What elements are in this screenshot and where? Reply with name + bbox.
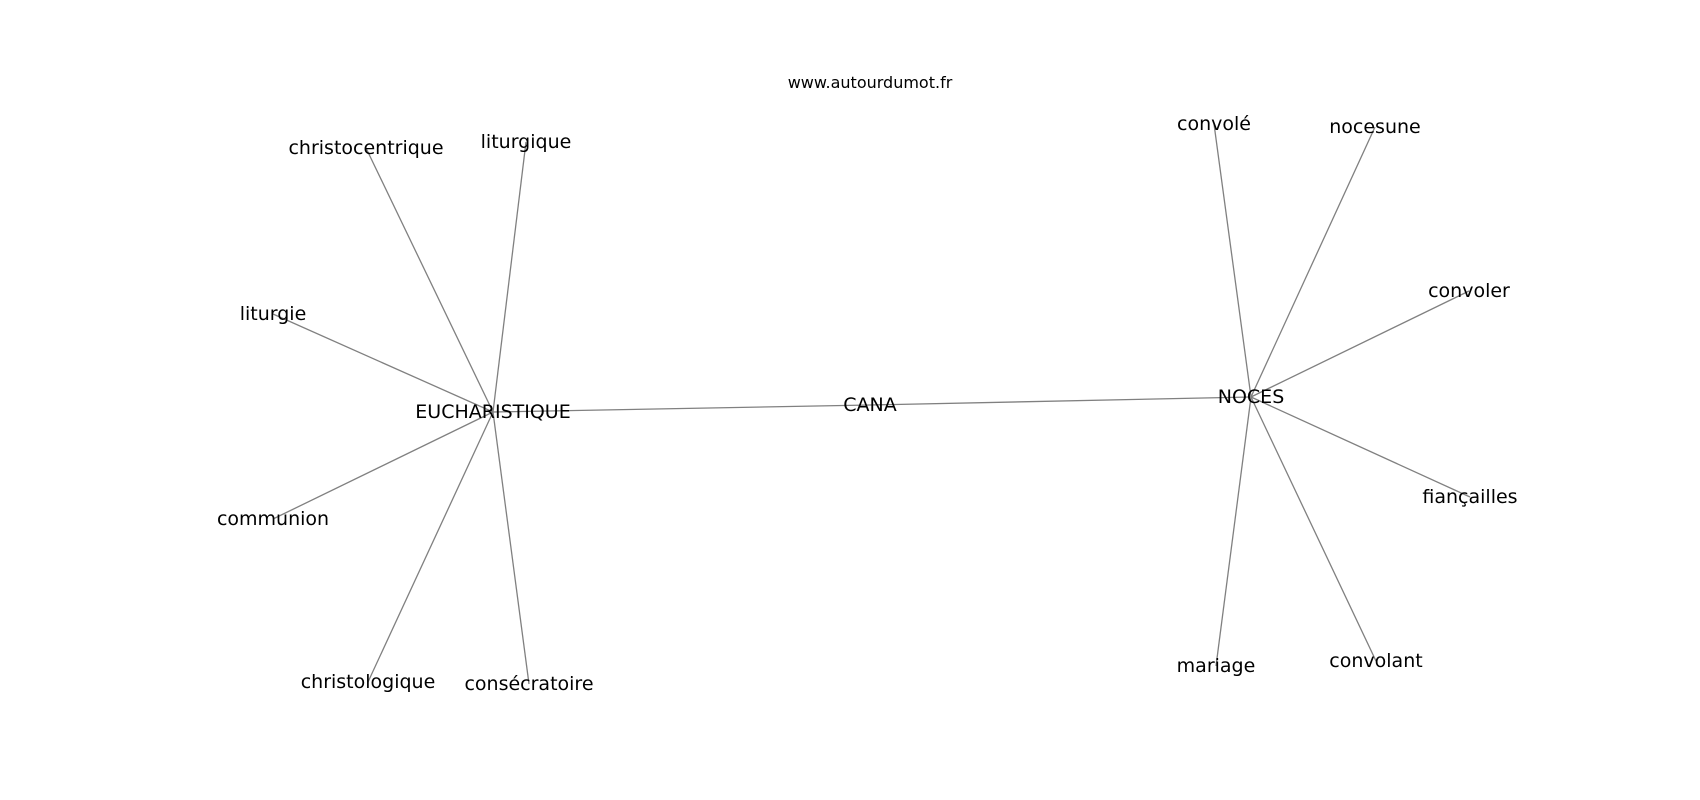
- node-label-liturgique: liturgique: [481, 131, 572, 153]
- node-label-christocentrique: christocentrique: [288, 137, 443, 159]
- edge-noces-fiancailles: [1250, 396, 1471, 498]
- node-label-fiancailles: fiançailles: [1422, 486, 1517, 508]
- edge-noces-nocesune: [1250, 126, 1376, 398]
- node-label-nocesune: nocesune: [1329, 116, 1420, 138]
- edge-eucharistique-christologique: [367, 411, 494, 683]
- node-label-liturgie: liturgie: [240, 303, 307, 325]
- node-label-noces: NOCES: [1218, 386, 1285, 408]
- node-label-mariage: mariage: [1177, 655, 1256, 677]
- node-label-christologique: christologique: [301, 671, 436, 693]
- edge-noces-convolant: [1250, 396, 1377, 662]
- node-label-convoler: convoler: [1428, 280, 1510, 302]
- edge-eucharistique-liturgique: [492, 141, 527, 413]
- node-label-convolant: convolant: [1329, 650, 1422, 672]
- edge-eucharistique-communion: [272, 411, 494, 520]
- edge-eucharistique-christocentrique: [365, 147, 494, 413]
- edge-noces-convole: [1213, 123, 1252, 398]
- edge-cana-noces: [869, 396, 1252, 406]
- node-label-cana: CANA: [843, 394, 896, 416]
- node-label-convole: convolé: [1177, 113, 1251, 135]
- node-label-consecratoire: consécratoire: [464, 673, 593, 695]
- edge-eucharistique-liturgie: [272, 313, 494, 413]
- edge-eucharistique-cana: [492, 404, 871, 413]
- edge-eucharistique-consecratoire: [492, 411, 530, 685]
- edge-noces-convoler: [1250, 290, 1470, 398]
- edge-noces-mariage: [1215, 396, 1252, 667]
- node-label-eucharistique: EUCHARISTIQUE: [415, 401, 570, 423]
- edges-layer: [272, 123, 1471, 685]
- nodes-layer: CANA EUCHARISTIQUE NOCES christocentrique li…: [217, 113, 1518, 695]
- node-label-communion: communion: [217, 508, 329, 530]
- source-label: www.autourdumot.fr: [788, 73, 953, 92]
